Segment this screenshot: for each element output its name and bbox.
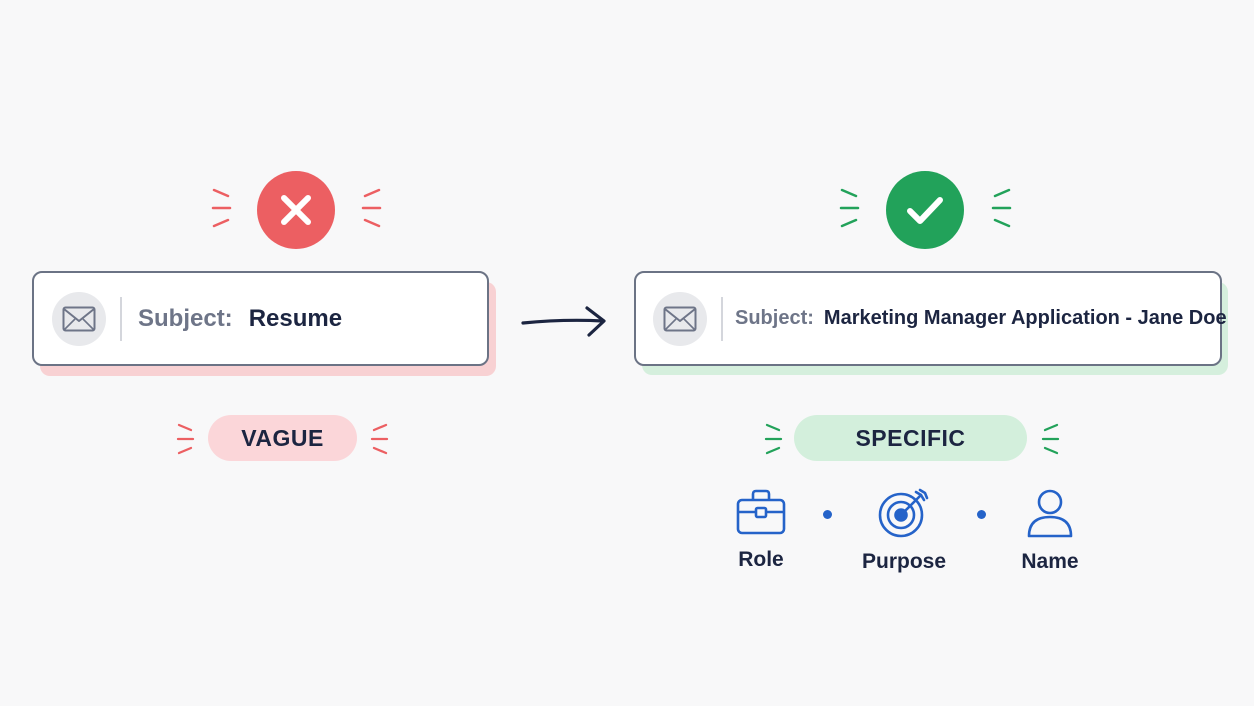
- vague-pill-spark-left: [176, 423, 195, 455]
- feature-label-role: Role: [738, 548, 784, 571]
- x-icon: [281, 195, 311, 225]
- target-icon: [878, 488, 929, 538]
- feature-label-name: Name: [1021, 550, 1079, 573]
- specific-badge: SPECIFIC: [794, 415, 1027, 461]
- vague-pill-spark-right: [370, 423, 389, 455]
- envelope-icon: [62, 306, 96, 331]
- specific-pill-spark-right: [1041, 423, 1060, 455]
- separator-dot: [823, 510, 832, 519]
- vague-subject-value: Resume: [248, 304, 343, 332]
- vague-card-divider: [120, 296, 122, 341]
- briefcase-icon: [736, 489, 786, 535]
- specific-subject-label: Subject:: [735, 307, 814, 329]
- check-icon: [907, 197, 943, 224]
- feature-purpose: Purpose: [834, 488, 974, 574]
- envelope-icon: [663, 306, 697, 331]
- arrow-right-icon: [521, 306, 606, 337]
- vague-spark-left: [211, 188, 232, 228]
- vague-badge: VAGUE: [208, 415, 357, 461]
- vague-subject-label: Subject:: [138, 304, 233, 332]
- specific-spark-right: [991, 188, 1012, 228]
- vague-status-circle: [257, 171, 335, 249]
- specific-subject-value: Marketing Manager Application - Jane Doe: [823, 307, 1227, 329]
- specific-pill-spark-left: [764, 423, 783, 455]
- feature-name: Name: [980, 488, 1120, 574]
- feature-role: Role: [691, 488, 831, 572]
- specific-card-divider: [721, 296, 723, 341]
- vague-spark-right: [361, 188, 382, 228]
- specific-status-circle: [886, 171, 964, 249]
- person-icon: [1027, 489, 1073, 538]
- specific-mail-badge: [653, 291, 707, 346]
- vague-mail-badge: [52, 291, 106, 346]
- feature-label-purpose: Purpose: [861, 550, 947, 573]
- specific-spark-left: [839, 188, 860, 228]
- specific-subject-card: Subject: Marketing Manager Application -…: [634, 271, 1227, 366]
- vague-subject-card: Subject: Resume: [32, 271, 489, 366]
- separator-dot: [977, 510, 986, 519]
